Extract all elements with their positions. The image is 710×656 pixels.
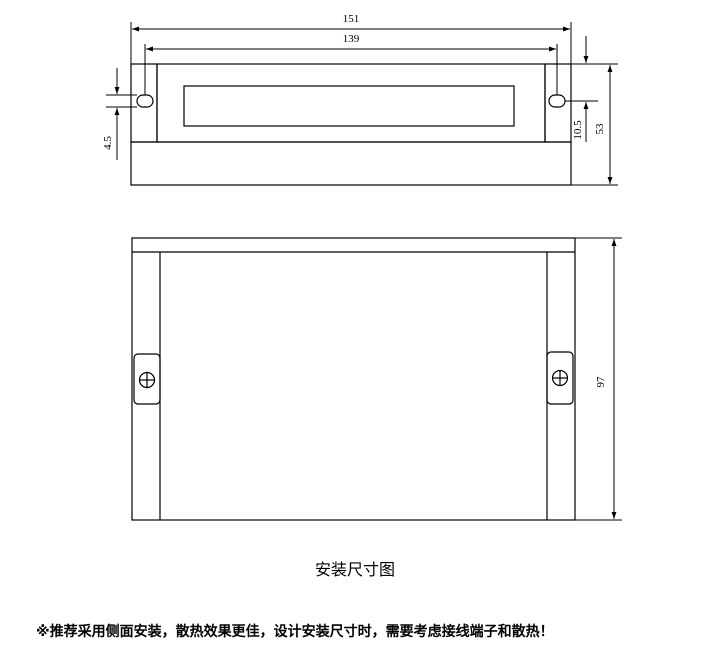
front-view — [130, 63, 572, 186]
top-view — [131, 237, 576, 521]
dimension-height — [571, 63, 618, 186]
dimension-overall-width — [130, 22, 572, 64]
front-view-body — [156, 63, 546, 143]
dimension-depth-label: 97 — [595, 376, 607, 388]
top-view-outline — [131, 237, 576, 521]
dimension-slot-width-label: 4.5 — [102, 136, 114, 150]
drawing-caption: 安装尺寸图 — [314, 560, 395, 579]
dimension-slot-width — [106, 68, 137, 160]
dimension-height-label: 53 — [594, 123, 606, 135]
screw-icon — [138, 371, 156, 389]
dimension-overall-width-label: 151 — [343, 13, 360, 25]
screw-icon — [551, 369, 569, 387]
installation-note: ※推荐采用侧面安装，散热效果更佳，设计安装尺寸时，需要考虑接线端子和散热！ — [36, 624, 554, 640]
front-view-display-window — [183, 85, 515, 127]
dimension-hole-spacing-label: 139 — [343, 33, 360, 45]
dimension-hole-spacing — [144, 44, 558, 95]
top-view-right-mount-tab — [546, 351, 574, 405]
front-view-left-slot — [136, 94, 154, 108]
dimension-depth — [575, 237, 622, 521]
front-view-base-plate — [130, 141, 572, 186]
front-view-right-slot — [548, 94, 566, 108]
dimension-hole-offset-label: 10.5 — [572, 120, 584, 140]
top-view-left-mount-tab — [133, 353, 161, 405]
